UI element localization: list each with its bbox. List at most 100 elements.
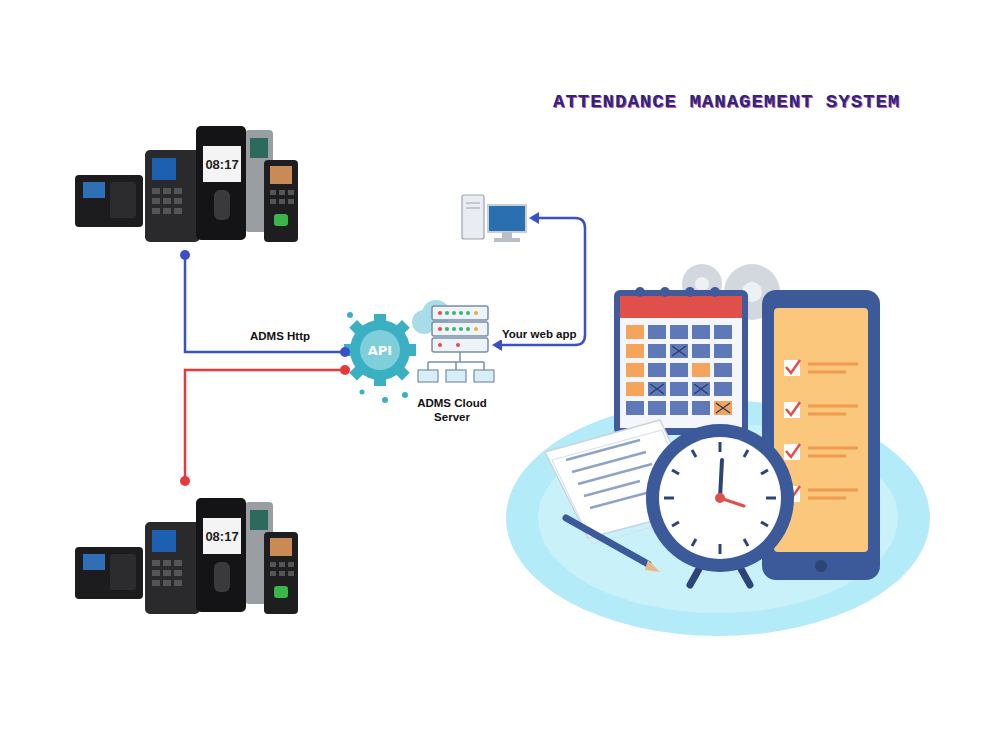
art-line [766, 497, 776, 500]
device-group-top [75, 126, 298, 242]
art-g [784, 360, 858, 572]
art-circle [402, 392, 408, 398]
art-circle [456, 343, 460, 347]
device-group-bottom [75, 498, 298, 614]
art-g [344, 314, 416, 386]
connector [180, 250, 350, 357]
art-circle [350, 320, 410, 380]
art-line [692, 539, 696, 546]
art-rect [432, 338, 488, 352]
art-rect [418, 370, 438, 382]
art-line [466, 208, 480, 209]
art-rect [670, 363, 688, 377]
art-circle [445, 311, 449, 315]
art-rect [692, 363, 710, 377]
art-rect [474, 370, 494, 382]
art-rect [502, 232, 512, 238]
art-rect [714, 382, 732, 396]
art-circle [347, 312, 353, 318]
art-circle [360, 390, 365, 395]
device-group: 08:17 [75, 481, 300, 617]
diagram-title: ATTENDANCE MANAGEMENT SYSTEM [553, 91, 900, 113]
art-circle [685, 287, 695, 297]
art-g [626, 325, 732, 415]
art-rect [670, 325, 688, 339]
art-g [635, 287, 720, 297]
art-line [672, 522, 679, 526]
art-circle [438, 311, 442, 315]
cloud-server-icon [344, 300, 494, 403]
art-rect [648, 344, 666, 358]
art-circle [452, 327, 456, 331]
art-rect [626, 382, 644, 396]
art-rect [692, 344, 710, 358]
web-app-link [492, 212, 585, 351]
art-rect [494, 238, 520, 242]
art-rect [648, 363, 666, 377]
art-line [808, 363, 858, 366]
art-rect [692, 401, 710, 415]
art-rect [394, 320, 410, 336]
art-circle [635, 287, 645, 297]
art-line [761, 470, 768, 474]
art-g [432, 306, 488, 352]
connector [180, 365, 350, 486]
art-line [720, 460, 722, 498]
art-line [664, 497, 674, 500]
art-circle [659, 437, 781, 559]
art-line [584, 481, 640, 496]
art-rect [374, 376, 386, 386]
art-rect [670, 401, 688, 415]
art-g [664, 442, 776, 554]
art-polygon [645, 560, 660, 572]
art-line [578, 464, 652, 484]
edge-label: ADMS Http [248, 330, 312, 342]
art-rect [692, 325, 710, 339]
connector-dot [340, 365, 350, 375]
connector-dot [180, 476, 190, 486]
art-rect [620, 296, 742, 318]
art-circle [452, 311, 456, 315]
cloud-server: APIADMS Cloud Server [345, 300, 495, 432]
art-line [692, 450, 696, 457]
connector-dot [180, 250, 190, 260]
art-rect [626, 344, 644, 358]
art-line [466, 203, 480, 204]
art-g [438, 311, 478, 347]
art-rect [626, 363, 644, 377]
connector-line [185, 255, 345, 352]
art-circle [445, 327, 449, 331]
art-rect [614, 290, 748, 435]
art-circle [459, 327, 463, 331]
art-circle [715, 493, 725, 503]
art-rect [406, 344, 416, 356]
art-circle [646, 424, 794, 572]
art-circle [382, 397, 388, 403]
art-line [744, 450, 748, 457]
connector-dot [340, 347, 350, 357]
art-circle [474, 311, 478, 315]
web-app-computer [462, 195, 526, 242]
art-line [808, 371, 846, 374]
art-line [761, 522, 768, 526]
art-rect [462, 195, 484, 239]
art-line [808, 413, 846, 416]
art-g [428, 352, 484, 370]
art-rect [648, 325, 666, 339]
connector-line [185, 370, 345, 481]
art-path [650, 346, 730, 413]
art-rect [432, 322, 488, 336]
art-circle [474, 327, 478, 331]
art-line [719, 544, 722, 554]
art-line [808, 405, 858, 408]
art-circle [459, 311, 463, 315]
art-rect [648, 401, 666, 415]
art-rect [349, 320, 365, 336]
art-line [808, 497, 846, 500]
art-polygon [492, 339, 502, 351]
art-rect [714, 363, 732, 377]
art-rect [394, 365, 410, 381]
art-circle [466, 311, 470, 315]
art-line [590, 492, 650, 508]
art-line [808, 489, 858, 492]
